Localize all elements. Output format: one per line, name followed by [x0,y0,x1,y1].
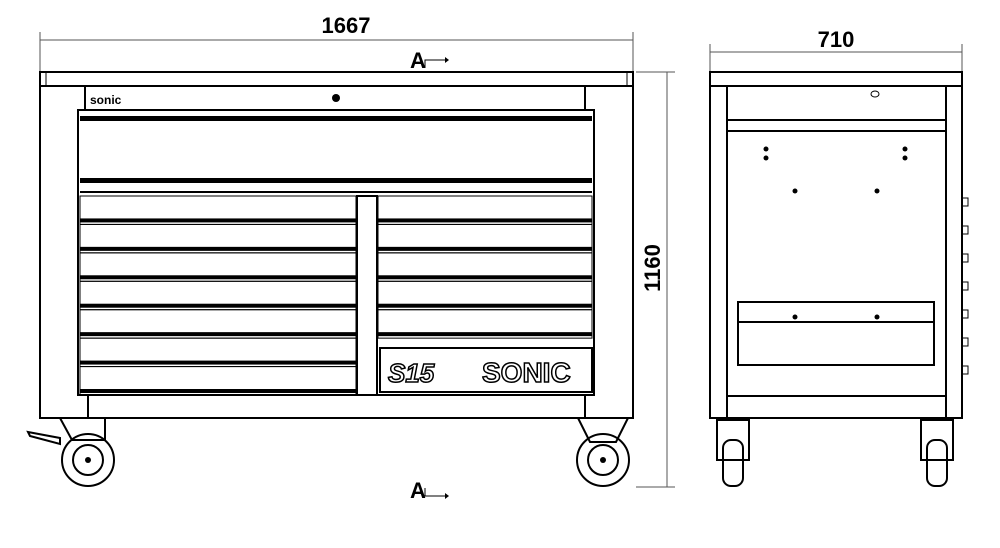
caster-left-icon [26,417,115,487]
brand-logo-small: sonic [90,93,122,107]
section-mark-bottom: A [410,478,449,503]
cabinet-body [39,85,634,419]
side-panel [726,85,947,397]
drawer-stack [79,195,593,396]
drawer-handle [378,275,592,280]
drawer-handle [378,332,592,337]
side-view [709,71,969,487]
section-label-bottom: A [410,478,426,503]
side-drawer-handles [961,197,969,375]
caster-right-icon [576,417,630,487]
drawer-handle [80,389,356,393]
side-lock-icon [870,90,880,98]
side-caster-left-icon [716,419,750,487]
side-handle-icon [961,365,969,375]
height-dimension: 1160 [636,71,675,488]
section-mark-top: A [410,48,449,73]
height-label: 1160 [640,244,665,292]
drawer-handle [378,246,592,251]
front-view: sonic S15 SONIC [26,71,634,487]
depth-label: 710 [818,27,855,52]
side-tray [737,301,935,366]
depth-dimension: 710 [709,27,963,72]
drawer-handle [80,303,356,308]
drawer-handle [378,218,592,223]
brand-logo: SONIC [482,357,571,388]
drawer-handle [378,303,592,308]
side-handle-icon [961,253,969,263]
top-worksurface [39,71,634,87]
side-handle-icon [961,281,969,291]
drawer-handle [80,360,356,365]
width-dimension: 1667 [39,13,634,72]
drawer-handle [80,218,356,223]
side-handle-icon [961,225,969,235]
drawer-handle [80,246,356,251]
top-drawer-handle [80,178,592,183]
drawer-handle [80,332,356,337]
side-caster-right-icon [920,419,954,487]
side-body [709,85,963,419]
logo-panel [379,347,593,393]
model-logo: S15 [388,358,435,388]
drawer-handle [80,275,356,280]
center-divider [356,195,378,396]
width-label: 1667 [322,13,371,38]
section-label-top: A [410,48,426,73]
side-handle-icon [961,337,969,347]
side-handle-icon [961,309,969,319]
side-handle-icon [961,197,969,207]
lock-icon [332,94,340,102]
side-worksurface [709,71,963,87]
